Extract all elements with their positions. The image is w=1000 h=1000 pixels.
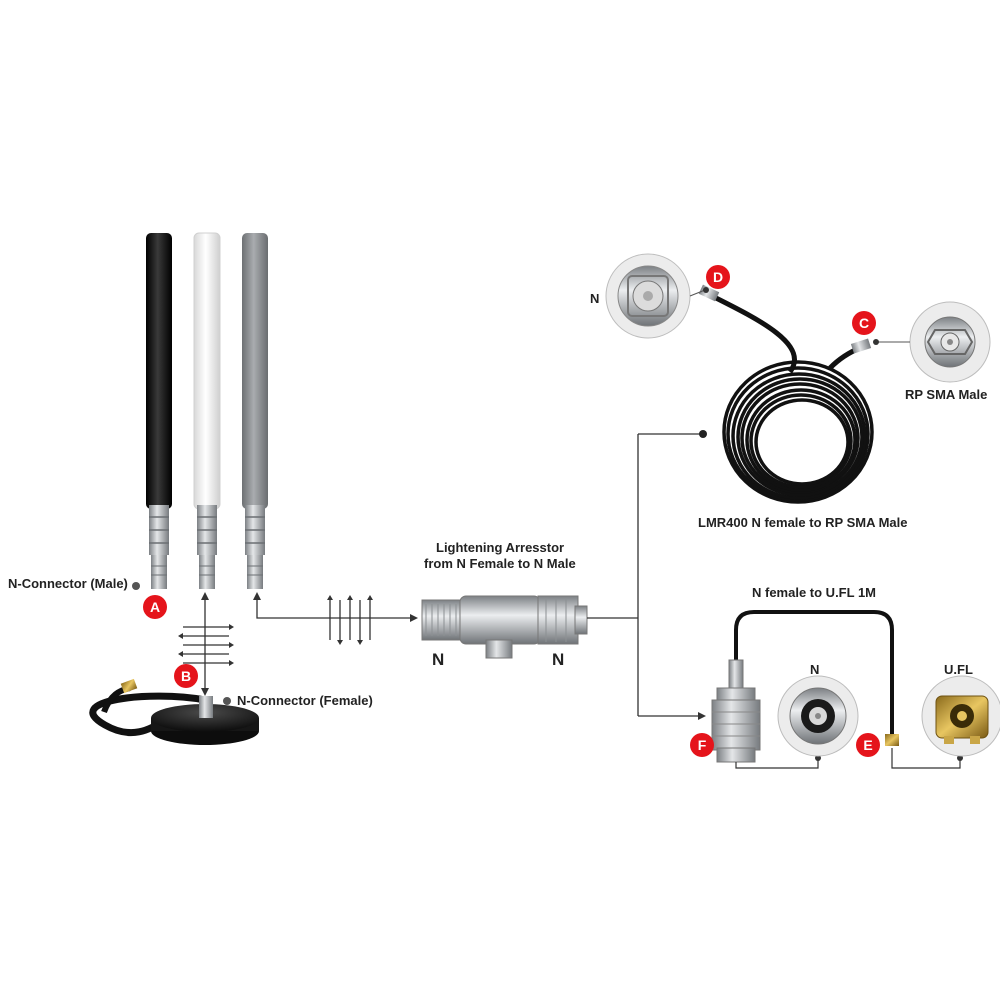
badge-c: C bbox=[852, 311, 876, 335]
connection-arrow-a-b bbox=[201, 592, 209, 696]
n-connector-female-dot bbox=[223, 697, 231, 705]
antenna-white bbox=[193, 232, 221, 589]
badge-b: B bbox=[174, 664, 198, 688]
antenna-black bbox=[146, 233, 172, 589]
cable-c-connector-label: RP SMA Male bbox=[905, 387, 988, 402]
badge-e: E bbox=[856, 733, 880, 757]
n-connector-female-label: N-Connector (Female) bbox=[237, 693, 373, 708]
twist-arrows-horizontal bbox=[327, 595, 373, 645]
badge-d: D bbox=[706, 265, 730, 289]
ufl-n-connector-label: N bbox=[810, 662, 820, 677]
ufl-connector-label: U.FL bbox=[944, 662, 973, 677]
closeup-d-dot bbox=[703, 287, 709, 293]
twist-arrows-vertical bbox=[178, 624, 234, 666]
ufl-connector-dot bbox=[957, 755, 963, 761]
lmr400-cable bbox=[710, 293, 874, 504]
n-connector-male-dot bbox=[132, 582, 140, 590]
lightning-arrestor bbox=[421, 595, 588, 659]
ufl-cable-label: N female to U.FL 1M bbox=[752, 585, 877, 600]
arrestor-left-n-label: N bbox=[432, 650, 445, 669]
magnetic-base bbox=[89, 678, 259, 745]
ufl-cable-leaders bbox=[735, 748, 961, 769]
badge-a: A bbox=[143, 595, 167, 619]
cable-d-connector-label: N bbox=[590, 291, 600, 306]
branch-node-top bbox=[699, 430, 707, 438]
closeup-ufl-n-connector bbox=[777, 675, 859, 757]
closeup-d-leader bbox=[689, 289, 706, 297]
branch-lines bbox=[587, 433, 700, 717]
closeup-c-rp-sma bbox=[909, 301, 991, 383]
closeup-d-n-connector bbox=[605, 253, 691, 339]
arrestor-right-n-label: N bbox=[552, 650, 565, 669]
badge-f: F bbox=[690, 733, 714, 757]
antenna-gray bbox=[242, 233, 268, 589]
closeup-c-dot bbox=[873, 339, 879, 345]
connection-arrow-antenna-arrestor bbox=[253, 592, 418, 622]
lmr400-cable-label: LMR400 N female to RP SMA Male bbox=[698, 515, 908, 530]
closeup-ufl-connector bbox=[921, 675, 1000, 757]
arrestor-title-line1: Lightening Arresstor bbox=[436, 540, 565, 555]
ufl-cable bbox=[711, 610, 899, 763]
n-connector-male-label: N-Connector (Male) bbox=[8, 576, 128, 591]
cable-end-c bbox=[850, 338, 872, 354]
ufl-n-dot bbox=[815, 755, 821, 761]
arrestor-title-line2: from N Female to N Male bbox=[424, 556, 576, 571]
branch-arrow-bottom bbox=[698, 712, 706, 720]
